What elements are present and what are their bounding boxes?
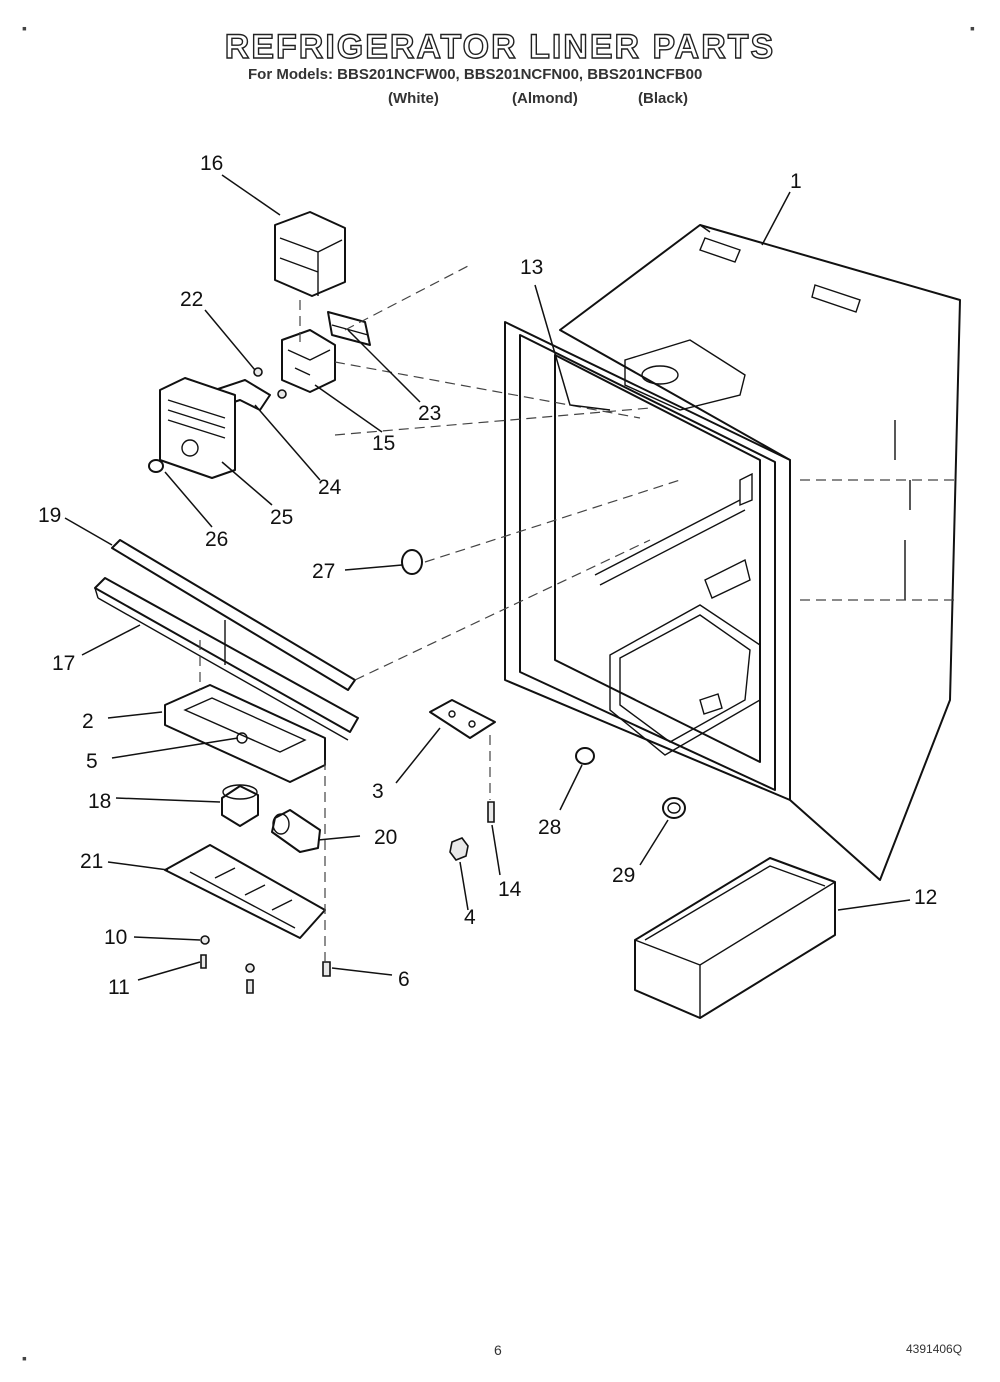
callout-4: 4	[464, 906, 476, 929]
document-code: 4391406Q	[906, 1342, 963, 1356]
callout-28: 28	[538, 816, 561, 839]
callout-3: 3	[372, 780, 384, 803]
part-25-control-housing	[159, 377, 236, 479]
callout-12: 12	[914, 886, 937, 909]
variant-almond: (Almond)	[512, 90, 578, 107]
page-number: 6	[494, 1342, 502, 1358]
models-line: For Models: BBS201NCFW00, BBS201NCFN00, …	[248, 66, 703, 83]
part-29-button	[662, 797, 686, 819]
part-1-liner	[504, 224, 961, 881]
callout-18: 18	[88, 790, 111, 813]
part-17-trim	[94, 577, 359, 741]
part-11-screw-b	[246, 979, 254, 994]
part-18-socket	[221, 784, 259, 827]
part-21-shield	[164, 844, 326, 939]
callout-22: 22	[180, 288, 203, 311]
callout-1: 1	[790, 170, 802, 193]
callout-27: 27	[312, 560, 335, 583]
part-28-plug	[575, 747, 595, 765]
part-22-screw	[253, 367, 263, 377]
callout-2: 2	[82, 710, 94, 733]
callout-6: 6	[398, 968, 410, 991]
callout-labels: 1 13 16 22 23 15 24 25 26 19 27 17 2 5 1…	[38, 152, 937, 999]
callout-21: 21	[80, 850, 103, 873]
callout-19: 19	[38, 504, 61, 527]
assembly-lines	[199, 264, 960, 962]
callout-29: 29	[612, 864, 635, 887]
callout-14: 14	[498, 878, 522, 901]
part-15-housing	[281, 329, 336, 393]
corner-mark-tr: ▪	[970, 20, 975, 36]
part-15-screw	[277, 389, 287, 399]
callout-17: 17	[52, 652, 75, 675]
callout-16: 16	[200, 152, 223, 175]
callout-13: 13	[520, 256, 543, 279]
part-12-bin	[634, 857, 836, 1019]
callout-24: 24	[318, 476, 342, 499]
part-10-nut-b	[245, 963, 255, 973]
corner-mark-tl: ▪	[22, 20, 27, 36]
part-6-screw	[322, 961, 331, 977]
corner-mark-bl: ▪	[22, 1350, 27, 1366]
callout-11: 11	[108, 976, 130, 999]
part-27-lens	[401, 549, 423, 575]
variant-black: (Black)	[638, 90, 689, 107]
part-20-bulb	[271, 809, 321, 853]
page-title: REFRIGERATOR LINER PARTS	[224, 27, 776, 66]
callout-20: 20	[374, 826, 397, 849]
callout-10: 10	[104, 926, 127, 949]
part-26-knob	[148, 459, 164, 473]
variant-white: (White)	[388, 90, 439, 107]
callout-15: 15	[372, 432, 395, 455]
part-14-screw	[487, 801, 495, 823]
callout-5: 5	[86, 750, 98, 773]
part-4-nut	[449, 837, 469, 861]
leader-lines	[64, 174, 911, 981]
part-10-nut	[200, 935, 210, 945]
part-11-screw	[200, 954, 207, 969]
callout-25: 25	[270, 506, 293, 529]
callout-23: 23	[418, 402, 441, 425]
part-16-cover	[274, 211, 346, 297]
part-3-bracket	[429, 699, 496, 739]
callout-26: 26	[205, 528, 228, 551]
